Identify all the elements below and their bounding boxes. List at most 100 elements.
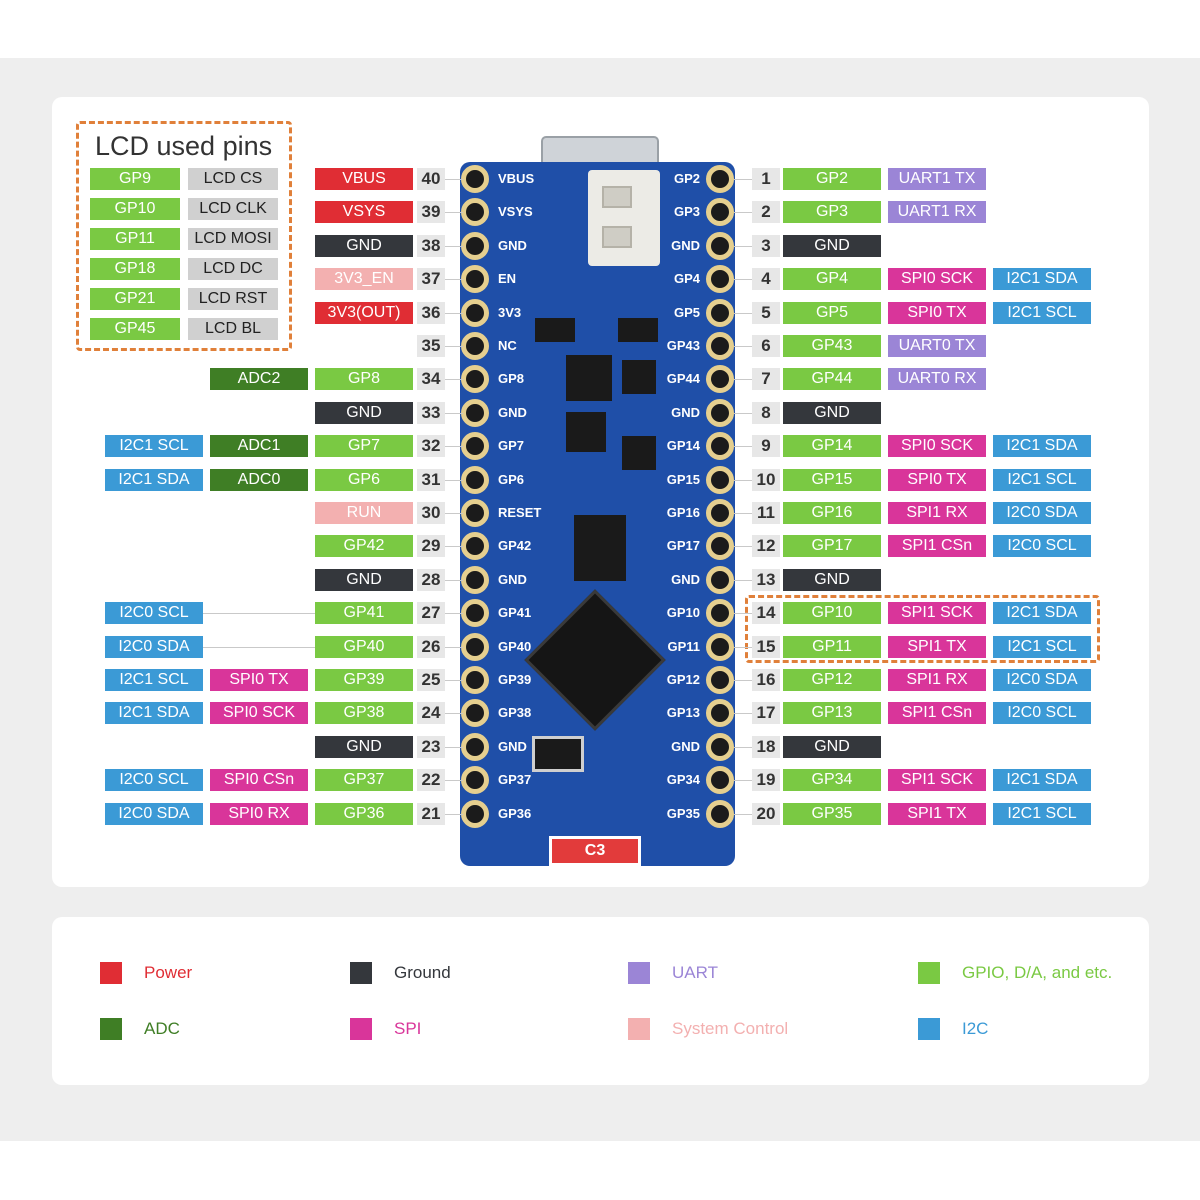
- legend-swatch: [350, 1018, 372, 1040]
- pin-silk-label: GP12: [666, 672, 700, 687]
- pin-function-spi: SPI0 SCK: [210, 702, 308, 725]
- legend-item-power: Power: [100, 962, 192, 984]
- pin-pad: [706, 432, 734, 461]
- pin-silk-label: GP15: [666, 471, 700, 487]
- pin-function-i2c: I2C0 SDA: [105, 802, 203, 825]
- pin-leader: [443, 613, 463, 615]
- legend-item-i2c: I2C: [918, 1018, 988, 1040]
- pin-leader: [443, 780, 463, 782]
- lcd-function-label: LCD DC: [188, 258, 278, 280]
- legend-swatch: [350, 962, 372, 984]
- pin-function-gpio: GP40: [315, 635, 413, 658]
- pin-pad: [706, 666, 734, 694]
- pin-pad: [706, 799, 734, 828]
- pin-pad: [706, 465, 734, 494]
- lcd-gpio-label: GP21: [90, 288, 180, 310]
- lcd-function-label: LCD BL: [188, 318, 278, 340]
- pin-number: 14: [752, 602, 780, 625]
- pin-function-spi: SPI0 CSn: [210, 769, 308, 792]
- pin-leader: [203, 646, 315, 648]
- pin-function-gpio: GP39: [315, 669, 413, 691]
- pin-silk-label: GP6: [498, 471, 525, 487]
- legend-item-spi: SPI: [350, 1018, 421, 1040]
- pin-function-spi: SPI1 SCK: [888, 602, 986, 625]
- pin-pad: [461, 632, 489, 661]
- pin-function-spi: SPI0 SCK: [888, 435, 986, 458]
- legend-swatch: [918, 962, 940, 984]
- pin-leader: [203, 613, 315, 615]
- pin-pad: [706, 766, 734, 795]
- pin-silk-label: GP16: [666, 505, 700, 520]
- legend-item-gpio: GPIO, D/A, and etc.: [918, 962, 1112, 984]
- pin-leader: [443, 379, 463, 381]
- pin-pad: [706, 365, 734, 394]
- pin-pad: [461, 365, 489, 394]
- pin-pad: [706, 265, 734, 294]
- pin-leader: [443, 212, 463, 214]
- pin-pad: [461, 599, 489, 628]
- legend-label: System Control: [672, 1019, 789, 1038]
- pin-silk-label: GP11: [667, 638, 700, 654]
- lcd-gpio-label: GP11: [90, 228, 180, 250]
- pin-silk-label: GP14: [666, 438, 700, 454]
- pin-function-i2c: I2C1 SDA: [993, 268, 1091, 291]
- pin-silk-label: GP44: [666, 371, 700, 387]
- pin-number: 17: [752, 702, 780, 725]
- pin-number: 35: [417, 335, 445, 357]
- legend-swatch: [918, 1018, 940, 1040]
- pin-function-gpio: GP13: [783, 702, 881, 725]
- legend-item-adc: ADC: [100, 1018, 180, 1040]
- pin-function-i2c: I2C1 SDA: [105, 468, 203, 491]
- pin-function-i2c: I2C1 SCL: [105, 435, 203, 458]
- pin-pad: [706, 599, 734, 628]
- pin-silk-label: GP5: [673, 304, 700, 320]
- pin-number: 38: [417, 234, 445, 257]
- pin-silk-label: VBUS: [498, 171, 535, 186]
- pin-function-power: 3V3(OUT): [315, 301, 413, 324]
- pin-leader: [443, 312, 463, 314]
- pin-pad: [461, 298, 489, 327]
- pin-function-system: RUN: [315, 502, 413, 524]
- lcd-pins-box: [76, 121, 292, 351]
- pin-silk-label: 3V3: [498, 304, 522, 320]
- pin-function-i2c: I2C1 SCL: [993, 802, 1091, 825]
- pin-leader: [734, 579, 752, 581]
- inductor-component: [622, 360, 656, 394]
- pin-number: 18: [752, 735, 780, 758]
- pin-leader: [734, 513, 752, 514]
- pin-leader: [734, 245, 752, 247]
- pin-silk-label: GP36: [498, 805, 532, 821]
- pin-pad: [706, 398, 734, 427]
- pin-number: 40: [417, 168, 445, 190]
- pin-pad: [706, 165, 734, 193]
- pin-function-gpio: GP42: [315, 535, 413, 558]
- pin-number: 10: [752, 468, 780, 491]
- pin-leader: [443, 179, 463, 180]
- pin-function-i2c: I2C1 SCL: [993, 635, 1091, 658]
- pin-leader: [443, 813, 463, 815]
- pin-number: 24: [417, 702, 445, 725]
- diode-component: [618, 318, 658, 342]
- pin-leader: [734, 312, 752, 314]
- pin-function-system: 3V3_EN: [315, 268, 413, 291]
- pin-pad: [706, 198, 734, 227]
- pin-function-gpio: GP34: [783, 769, 881, 792]
- pin-leader: [734, 179, 752, 180]
- pin-function-ground: GND: [315, 234, 413, 257]
- pin-number: 6: [752, 335, 780, 357]
- pin-number: 27: [417, 602, 445, 625]
- pin-leader: [443, 579, 463, 581]
- pin-function-uart: UART1 RX: [888, 201, 986, 224]
- charger-chip: [566, 412, 606, 452]
- pin-number: 22: [417, 769, 445, 792]
- pin-pad: [461, 532, 489, 561]
- pin-silk-label: GP34: [666, 772, 700, 788]
- pin-leader: [734, 546, 752, 548]
- pin-pad: [461, 332, 489, 360]
- pin-silk-label: GP35: [666, 805, 700, 821]
- pin-function-gpio: GP3: [783, 201, 881, 224]
- pin-function-i2c: I2C1 SDA: [993, 769, 1091, 792]
- pin-function-uart: UART1 TX: [888, 168, 986, 190]
- pin-pad: [706, 298, 734, 327]
- pin-leader: [443, 479, 463, 481]
